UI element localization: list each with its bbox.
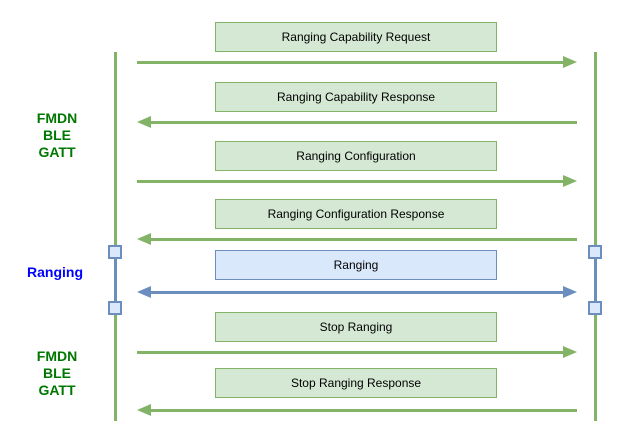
arrowhead-left-icon bbox=[137, 233, 151, 245]
lifeline-left-ranging-segment bbox=[114, 252, 117, 308]
message-arrow-right bbox=[137, 56, 577, 68]
message-arrow-left bbox=[137, 233, 577, 245]
arrow-line bbox=[137, 351, 564, 354]
arrow-line bbox=[150, 409, 577, 412]
lifeline-right bbox=[594, 52, 597, 421]
activation-marker bbox=[588, 245, 602, 259]
arrowhead-right-icon bbox=[563, 286, 577, 298]
message-box: Ranging bbox=[215, 250, 497, 280]
arrow-line bbox=[150, 291, 564, 294]
message-box: Ranging Capability Response bbox=[215, 82, 497, 112]
message-arrow-bidirectional bbox=[137, 286, 577, 298]
message-box: Stop Ranging Response bbox=[215, 368, 497, 398]
activation-marker bbox=[108, 245, 122, 259]
activation-marker bbox=[588, 301, 602, 315]
message-box: Ranging Capability Request bbox=[215, 22, 497, 52]
arrowhead-right-icon bbox=[563, 346, 577, 358]
lifeline-left bbox=[114, 52, 117, 421]
message-arrow-right bbox=[137, 175, 577, 187]
message-box: Stop Ranging bbox=[215, 312, 497, 342]
message-arrow-left bbox=[137, 116, 577, 128]
arrow-line bbox=[150, 238, 577, 241]
message-box: Ranging Configuration Response bbox=[215, 199, 497, 229]
lifeline-right-ranging-segment bbox=[594, 252, 597, 308]
arrowhead-left-icon bbox=[137, 404, 151, 416]
message-arrow-left bbox=[137, 404, 577, 416]
section-label-fmdn-ble-gatt-bottom: FMDN BLE GATT bbox=[36, 348, 78, 398]
arrowhead-right-icon bbox=[563, 56, 577, 68]
section-label-fmdn-ble-gatt-top: FMDN BLE GATT bbox=[36, 110, 78, 160]
arrowhead-right-icon bbox=[563, 175, 577, 187]
arrow-line bbox=[137, 180, 564, 183]
arrow-line bbox=[150, 121, 577, 124]
section-label-ranging: Ranging bbox=[27, 264, 83, 280]
message-arrow-right bbox=[137, 346, 577, 358]
message-box: Ranging Configuration bbox=[215, 141, 497, 171]
activation-marker bbox=[108, 301, 122, 315]
arrow-line bbox=[137, 61, 564, 64]
arrowhead-left-icon bbox=[137, 286, 151, 298]
arrowhead-left-icon bbox=[137, 116, 151, 128]
